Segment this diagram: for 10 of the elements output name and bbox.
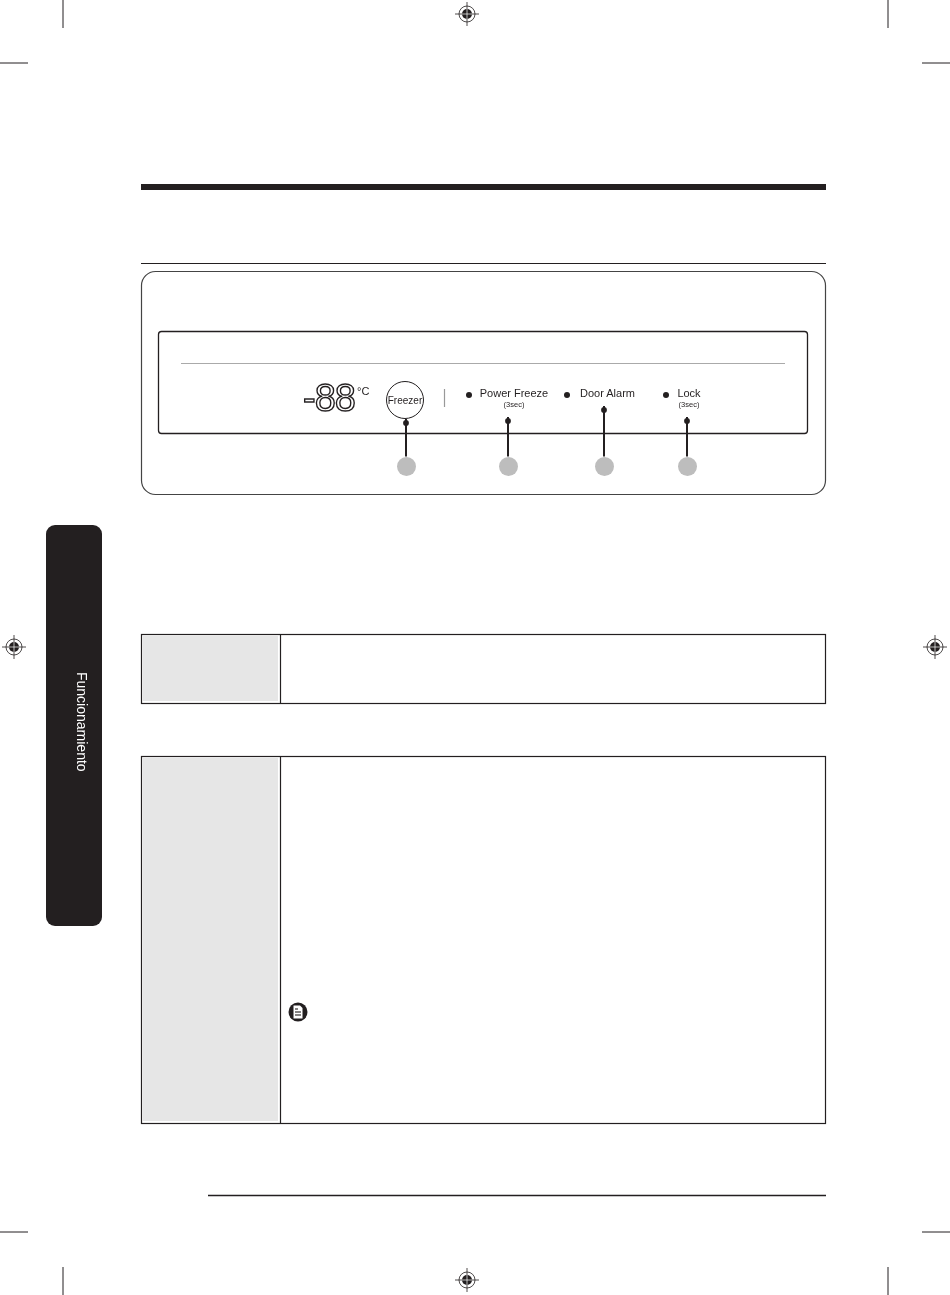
temperature-readout: -88: [303, 379, 355, 417]
control-label: Power Freeze: [479, 387, 549, 400]
leader-line: [601, 405, 607, 458]
control-label: Lock: [677, 387, 701, 400]
control-label: Door Alarm: [580, 387, 635, 400]
unit-label: °C: [357, 385, 370, 397]
leader-line: [403, 418, 409, 458]
leader-line: [505, 416, 511, 458]
tab-label: Funcionamiento: [74, 672, 90, 772]
leader-line: [684, 416, 690, 458]
